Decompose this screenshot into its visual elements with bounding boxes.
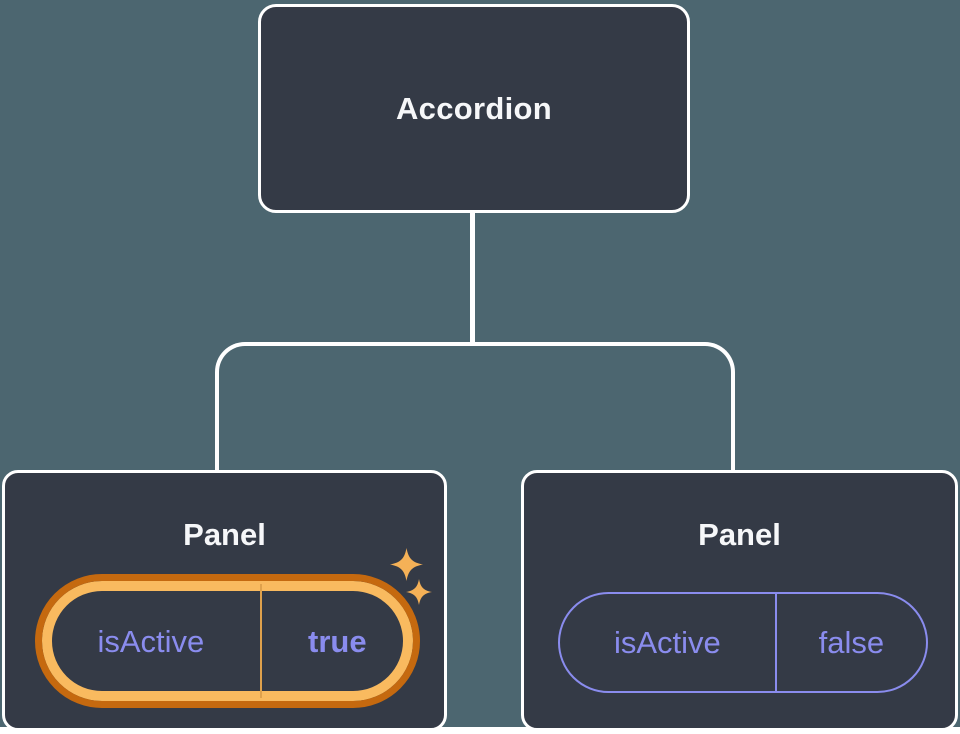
pill-divider xyxy=(774,594,777,691)
connector-stem xyxy=(470,211,475,345)
state-value-label: false xyxy=(818,625,885,660)
state-name-label: isActive xyxy=(613,625,721,660)
panel-node-inactive: Panel isActive false xyxy=(521,470,958,731)
sparkle-icon xyxy=(406,579,432,605)
pill-divider xyxy=(259,584,262,698)
accordion-node: Accordion xyxy=(258,4,690,213)
state-value-label: true xyxy=(308,623,367,659)
sparkle-icon xyxy=(390,548,423,581)
state-pill-active: isActive true xyxy=(35,574,420,708)
bottom-edge-strip xyxy=(0,727,960,734)
sparkle-icon-shape xyxy=(390,548,423,581)
state-name-label: isActive xyxy=(97,623,205,659)
panel-title: Panel xyxy=(183,517,266,552)
panel-node-active: Panel isActive true xyxy=(2,470,447,731)
state-pill-inactive: isActive false xyxy=(558,592,928,693)
accordion-label: Accordion xyxy=(396,90,552,126)
sparkle-icon-shape xyxy=(406,579,432,605)
connector-bracket xyxy=(215,342,735,470)
panel-title: Panel xyxy=(698,517,781,552)
